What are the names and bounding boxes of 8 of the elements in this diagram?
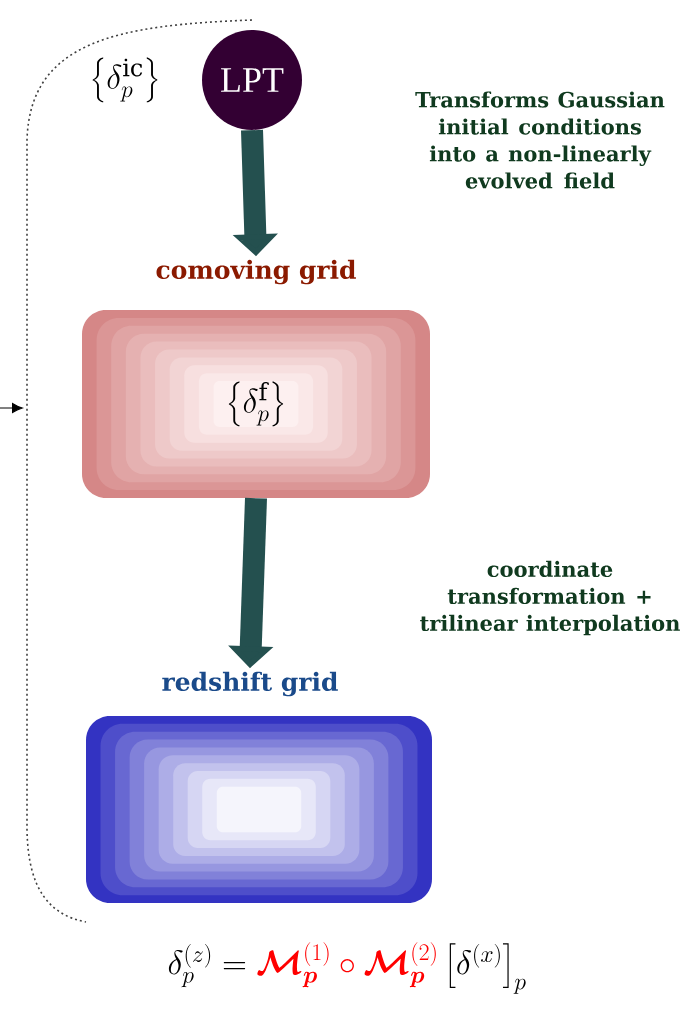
grid-box: $\left\{\delta_p^{\mathrm{f}}\right\}$ xyxy=(82,310,430,498)
circle-node: LPT xyxy=(202,30,302,130)
formula: $\left\{\delta_p^{\mathrm{ic}}\right\}$ xyxy=(92,57,158,103)
grid-heading: redshift grid xyxy=(162,671,338,697)
grid-heading: comoving grid xyxy=(156,259,356,285)
annotation: Transforms Gaussian initial conditions into a non-linearly evolved field xyxy=(415,91,665,189)
annotation: coordinate transformation + trilinear interpolation xyxy=(420,560,680,636)
formula: $\delta_p^{(z)}=\color{red}\boldsymbol{\mathcal{M}}_{\boldsymbol{p}}^{(1)}\circ\boldsymbol{\mathcal{M}}_{\boldsymbol{p}}^{(2)}\color{black}\left[\delta^{(x)}\right]_p$ xyxy=(168,942,526,994)
